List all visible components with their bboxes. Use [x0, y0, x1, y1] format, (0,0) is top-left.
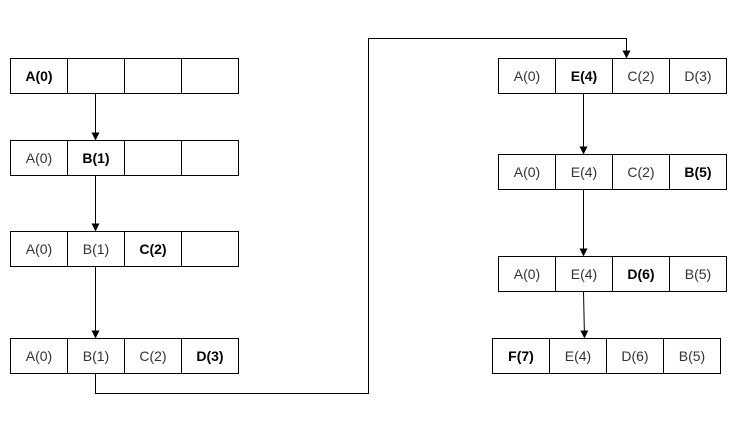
cell-label: D(6) — [627, 266, 654, 282]
array-cell — [10, 338, 68, 374]
array-cell — [612, 154, 670, 190]
cell-label: A(0) — [514, 164, 540, 180]
array-cell — [669, 256, 727, 292]
cell-label: C(2) — [139, 348, 166, 364]
cell-label: A(0) — [26, 348, 52, 364]
array-cell — [124, 140, 182, 176]
cell-label: C(2) — [139, 241, 166, 257]
cell-label: E(4) — [571, 164, 597, 180]
array-cell — [181, 58, 239, 94]
cell-label: C(2) — [627, 68, 654, 84]
array-cell — [10, 231, 68, 267]
connector-arrow — [95, 38, 631, 394]
array-cell — [669, 154, 727, 190]
cell-label: E(4) — [571, 68, 597, 84]
array-cell — [181, 338, 239, 374]
array-cell — [492, 338, 550, 374]
cell-label: A(0) — [26, 241, 52, 257]
array-row: A(0) B(1) — [10, 140, 239, 176]
cell-label: B(5) — [685, 266, 711, 282]
array-cell — [612, 58, 670, 94]
array-cell — [67, 338, 125, 374]
cell-label: F(7) — [508, 348, 534, 364]
array-row: A(0) B(1) C(2) — [10, 231, 239, 267]
array-cell — [549, 338, 607, 374]
connector-arrow — [580, 291, 589, 339]
cell-label: D(3) — [684, 68, 711, 84]
cell-label: E(4) — [571, 266, 597, 282]
array-cell — [669, 58, 727, 94]
cell-label: A(0) — [514, 68, 540, 84]
array-cell — [181, 140, 239, 176]
array-row: A(0) B(1) C(2) D(3) — [10, 338, 239, 374]
array-row: A(0) — [10, 58, 239, 94]
cell-label: A(0) — [514, 266, 540, 282]
cell-label: A(0) — [25, 68, 52, 84]
cell-label: D(6) — [621, 348, 648, 364]
array-row: A(0) E(4) C(2) B(5) — [498, 154, 727, 190]
array-cell — [10, 58, 68, 94]
array-cell — [555, 58, 613, 94]
cell-label: B(5) — [684, 164, 711, 180]
array-cell — [124, 231, 182, 267]
cell-label: E(4) — [565, 348, 591, 364]
array-cell — [181, 231, 239, 267]
cell-label: B(1) — [82, 150, 109, 166]
cell-label: B(5) — [679, 348, 705, 364]
cell-label: B(1) — [83, 241, 109, 257]
cell-label: C(2) — [627, 164, 654, 180]
array-row: A(0) E(4) D(6) B(5) — [498, 256, 727, 292]
array-cell — [124, 58, 182, 94]
cell-label: B(1) — [83, 348, 109, 364]
array-cell — [67, 231, 125, 267]
array-row: A(0) E(4) C(2) D(3) — [498, 58, 727, 94]
array-cell — [498, 58, 556, 94]
array-cell — [612, 256, 670, 292]
array-cell — [67, 58, 125, 94]
array-row: F(7) E(4) D(6) B(5) — [492, 338, 721, 374]
cell-label: A(0) — [26, 150, 52, 166]
cell-label: D(3) — [196, 348, 223, 364]
array-cell — [124, 338, 182, 374]
array-cell — [663, 338, 721, 374]
